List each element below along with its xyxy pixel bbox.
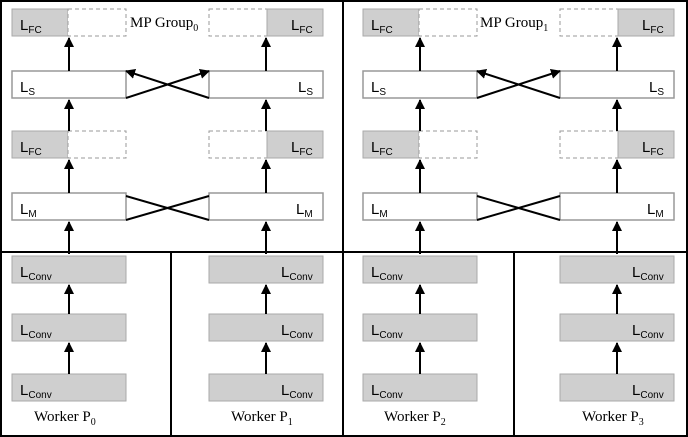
fc-layer-label: LFC [371,139,393,158]
s-layer-label: LS [298,79,313,98]
conv-layer-label: LConv [281,264,313,283]
worker-label: Worker P1 [231,409,293,428]
conv-layer [362,255,478,284]
fc-layer-label: LFC [291,139,313,158]
fc-layer-label: LFC [642,139,664,158]
fc-layer-label: LFC [291,17,313,36]
m-layer [208,192,324,221]
fc-layer-shaded [266,130,324,159]
cross-arrow [125,69,210,99]
conv-layer [208,373,324,402]
mp-group-caption: MP Group0 [130,15,198,34]
conv-layer [11,255,127,284]
s-layer [208,70,324,99]
conv-layer [362,313,478,342]
fc-layer-label: LFC [642,17,664,36]
worker-label: Worker P2 [384,409,446,428]
fc-layer-shaded [362,8,420,37]
fc-layer-shaded [11,130,69,159]
fc-layer-dashed [67,130,127,159]
fc-layer-dashed [208,130,268,159]
fc-layer-dashed [418,8,478,37]
fc-layer-dashed [559,8,619,37]
conv-layer [559,255,675,284]
conv-layer-label: LConv [632,322,664,341]
conv-layer-label: LConv [20,382,52,401]
fc-layer-shaded [617,130,675,159]
conv-layer [208,255,324,284]
conv-layer-label: LConv [371,264,403,283]
fc-layer-label: LFC [20,139,42,158]
fc-layer-dashed [559,130,619,159]
s-layer [362,70,478,99]
conv-layer-label: LConv [281,382,313,401]
m-layer-label: LM [647,201,664,220]
worker-label: Worker P3 [582,409,644,428]
m-layer-label: LM [20,201,37,220]
conv-layer-label: LConv [371,322,403,341]
s-layer [559,70,675,99]
conv-layer-label: LConv [20,264,52,283]
cross-arrow [476,69,561,99]
conv-layer [362,373,478,402]
fc-layer-shaded [266,8,324,37]
conv-layer-label: LConv [371,382,403,401]
m-layer [362,192,478,221]
m-layer-label: LM [371,201,388,220]
fc-layer-label: LFC [20,17,42,36]
conv-layer [11,313,127,342]
fc-layer-shaded [11,8,69,37]
fc-layer-dashed [418,130,478,159]
s-layer-label: LS [20,79,35,98]
s-layer [11,70,127,99]
conv-layer-label: LConv [281,322,313,341]
worker-label: Worker P0 [34,409,96,428]
s-layer-label: LS [371,79,386,98]
s-layer-label: LS [649,79,664,98]
conv-layer [208,313,324,342]
conv-layer-label: LConv [632,264,664,283]
cross-line [476,195,561,221]
mp-group-caption: MP Group1 [480,15,548,34]
conv-layer-label: LConv [632,382,664,401]
fc-layer-shaded [362,130,420,159]
fc-layer-dashed [67,8,127,37]
fc-layer-label: LFC [371,17,393,36]
fc-layer-dashed [208,8,268,37]
m-layer-label: LM [296,201,313,220]
conv-layer-label: LConv [20,322,52,341]
cross-line [125,195,210,221]
fc-layer-shaded [617,8,675,37]
